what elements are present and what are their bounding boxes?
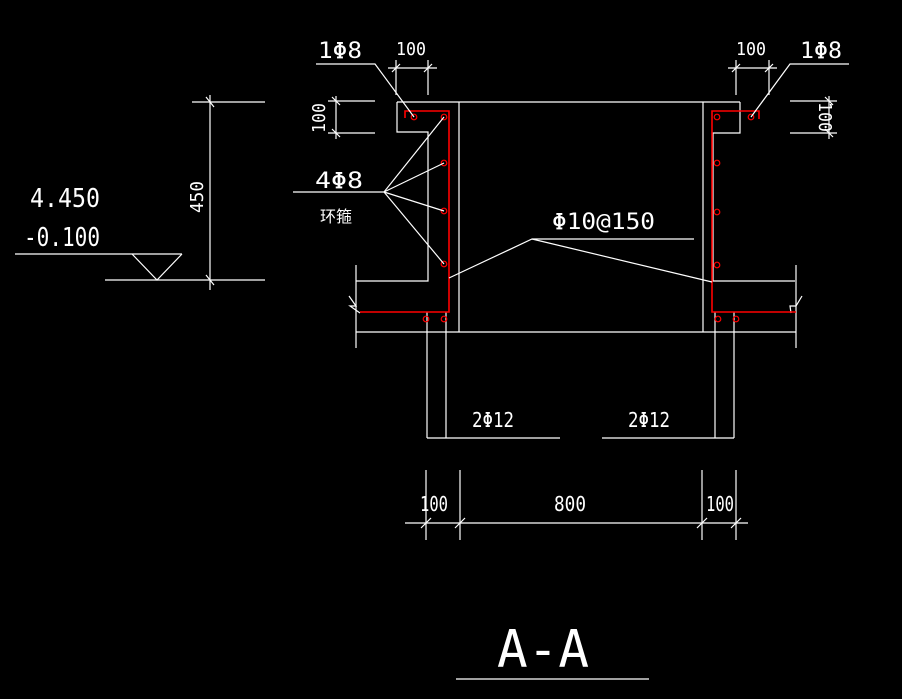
dim-tick (391, 63, 401, 73)
dim-tick (205, 274, 215, 286)
label-top-right-bar: 1Φ8 (800, 39, 842, 64)
leader-ring-1 (383, 116, 445, 193)
right-rebar-line (711, 110, 796, 313)
label-top-left-dim: 100 (396, 39, 426, 60)
drawing-title: A-A (497, 620, 589, 680)
leader-ring-2 (383, 162, 445, 193)
rebar-dot (440, 113, 448, 121)
dim-tick (205, 96, 215, 108)
rebar-left (360, 110, 450, 323)
leader-ring-3 (383, 191, 445, 212)
rebar-dot (747, 113, 755, 121)
label-top-left-bar: 1Φ8 (318, 39, 362, 64)
rebar-dot (440, 260, 448, 268)
dim-tick (454, 517, 466, 529)
label-bottom-dim-left: 100 (420, 492, 448, 516)
dim-tick (331, 96, 341, 106)
rebar-dot (713, 159, 721, 167)
label-elevation-bottom: -0.100 (24, 223, 100, 253)
left-break-symbol (348, 295, 361, 314)
dim-tick (764, 63, 774, 73)
rebar-dot (713, 113, 721, 121)
label-stirrup: Φ10@150 (552, 210, 655, 235)
rebar-right (711, 110, 796, 323)
label-right-bottom-bars: 2Φ12 (628, 408, 670, 432)
label-left-bottom-bars: 2Φ12 (472, 408, 514, 432)
elevation-triangle-icon (131, 253, 183, 281)
concrete-section-outline (348, 101, 803, 439)
left-wall-outline (356, 102, 429, 282)
dim-tick (731, 63, 741, 73)
dim-tick (824, 96, 834, 106)
leaders (293, 63, 849, 283)
label-right-side-dim: 100 (814, 102, 835, 132)
dim-tick (423, 63, 433, 73)
leader-top-right (750, 63, 849, 118)
leader-stirrup-right (531, 238, 713, 283)
label-ring-bars-note: 环箍 (320, 207, 352, 226)
dim-tick (730, 517, 742, 529)
rebar-dot (732, 315, 740, 323)
elevation-marker (15, 253, 183, 281)
rebar-dot (440, 315, 448, 323)
label-bottom-dim-right: 100 (706, 492, 734, 516)
dim-tick (824, 128, 834, 138)
rebar-dot (714, 315, 722, 323)
rebar-dot (713, 208, 721, 216)
label-ring-bars: 4Φ8 (315, 169, 363, 194)
rebar-dot (422, 315, 430, 323)
right-break-symbol (789, 295, 803, 314)
rebar-dot (713, 261, 721, 269)
rebar-dot (440, 207, 448, 215)
label-top-right-dim: 100 (736, 39, 766, 60)
labels: 1Φ8 100 100 100 1Φ8 100 450 4.450 -0.100… (24, 39, 842, 680)
leader-ring-4 (383, 191, 445, 265)
label-height-dim: 450 (187, 181, 208, 213)
label-bottom-dim-mid: 800 (554, 492, 586, 516)
leader-stirrup (448, 238, 694, 279)
dim-tick (696, 517, 708, 529)
rebar-dot (440, 159, 448, 167)
dim-tick (420, 517, 432, 529)
left-rebar-line (360, 110, 450, 313)
label-elevation-top: 4.450 (30, 184, 100, 214)
right-wall-outline (712, 102, 795, 282)
leader-top-left (316, 63, 415, 118)
label-left-side-dim: 100 (309, 103, 330, 133)
rebar-dot (410, 113, 418, 121)
dim-tick (331, 128, 341, 138)
dimensions (105, 60, 837, 540)
